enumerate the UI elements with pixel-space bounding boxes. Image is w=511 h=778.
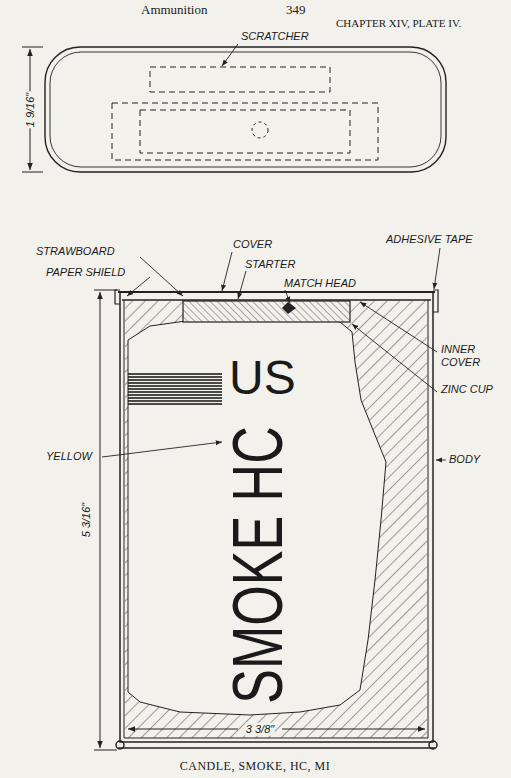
part-label: STARTER <box>244 258 296 271</box>
part-label: SCRATCHER <box>240 30 310 43</box>
dimension-lines <box>22 47 117 750</box>
part-label: INNER COVER <box>440 343 492 368</box>
dimension: 3 3/8" <box>245 723 275 736</box>
top-view <box>45 47 446 172</box>
figure-caption: CANDLE, SMOKE, HC, MI <box>179 760 332 774</box>
plate-number: CHAPTER XIV, PLATE IV. <box>335 17 462 30</box>
part-label: STRAWBOARD <box>35 245 116 258</box>
dimension: 1 9/16" <box>25 92 36 129</box>
part-label: ZINC CUP <box>440 383 494 396</box>
page-number: 349 <box>285 3 307 18</box>
part-label: ADHESIVE TAPE <box>385 233 474 246</box>
marking-text: SMOKE HC <box>223 425 293 704</box>
part-label: BODY <box>448 453 481 466</box>
part-label: PAPER SHIELD <box>45 266 126 279</box>
dimension: 5 3/16" <box>81 502 92 539</box>
color-label: YELLOW <box>45 450 93 463</box>
leader-lines <box>102 44 446 460</box>
running-head: Ammunition <box>140 3 208 18</box>
part-label: MATCH HEAD <box>283 277 357 290</box>
marking-text: US <box>228 350 297 405</box>
part-label: COVER <box>232 238 273 251</box>
side-view <box>115 290 438 749</box>
